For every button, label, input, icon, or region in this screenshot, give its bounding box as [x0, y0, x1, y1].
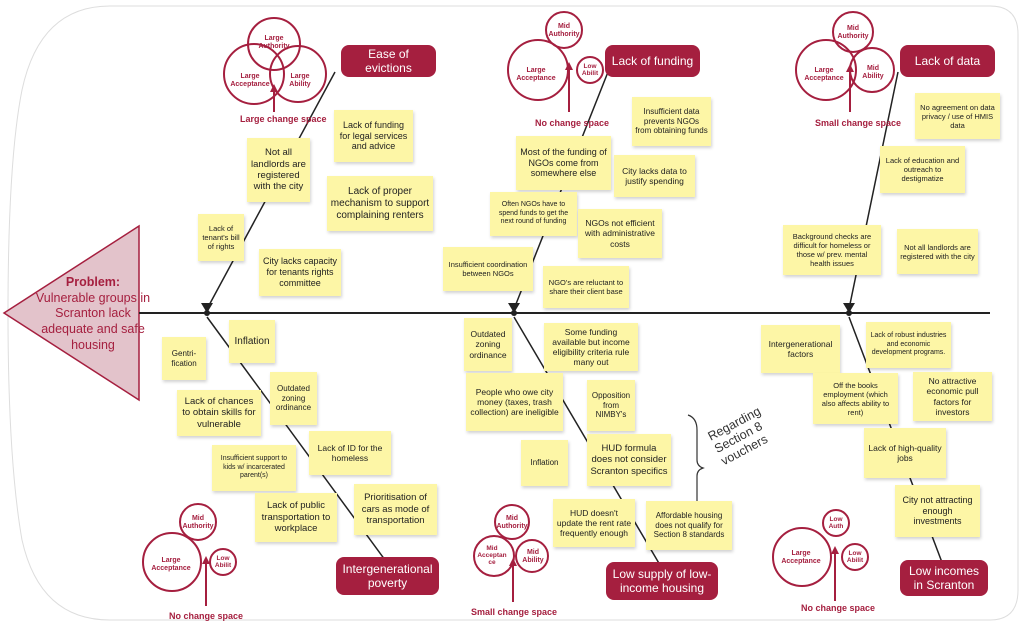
sticky-note[interactable]: Not all landlords are registered with th… — [897, 229, 978, 274]
sticky-note[interactable]: No attractive economic pull factors for … — [913, 372, 992, 421]
category-incomes[interactable]: Low incomes in Scranton — [900, 560, 988, 596]
category-evictions[interactable]: Ease of evictions — [341, 45, 436, 77]
category-data[interactable]: Lack of data — [900, 45, 995, 77]
sticky-note[interactable]: Opposition from NIMBY's — [587, 380, 635, 431]
change-space-label: Large change space — [240, 114, 327, 124]
arrow-funding — [508, 303, 520, 313]
problem-statement: Problem: Vulnerable groups in Scranton l… — [28, 275, 158, 353]
sticky-note[interactable]: People who owe city money (taxes, trash … — [466, 373, 563, 431]
sticky-note[interactable]: Some funding available but income eligib… — [544, 323, 638, 371]
sticky-note[interactable]: Inflation — [229, 320, 275, 363]
sticky-note[interactable]: Inflation — [521, 440, 568, 486]
sticky-note[interactable]: Background checks are difficult for home… — [783, 225, 881, 275]
change-space-label: No change space — [801, 603, 876, 613]
sticky-note[interactable]: City lacks capacity for tenants rights c… — [259, 249, 341, 296]
arrow-evictions — [201, 303, 213, 313]
sticky-note[interactable]: Most of the funding of NGOs come from so… — [516, 136, 611, 190]
sticky-note[interactable]: Prioritisation of cars as mode of transp… — [354, 484, 437, 535]
sticky-note[interactable]: Outdated zoning ordinance — [270, 372, 317, 425]
sticky-note[interactable]: Insufficient support to kids w/ incarcer… — [212, 445, 296, 491]
sticky-note[interactable]: Lack of funding for legal services and a… — [334, 110, 413, 162]
sticky-note[interactable]: Affordable housing does not qualify for … — [646, 501, 732, 550]
sticky-note[interactable]: Lack of proper mechanism to support comp… — [327, 176, 433, 231]
problem-body: Vulnerable groups in Scranton lack adequ… — [35, 290, 151, 352]
change-space-label: Small change space — [815, 118, 902, 128]
junction-dot — [511, 310, 517, 316]
sticky-note[interactable]: HUD formula does not consider Scranton s… — [587, 434, 671, 486]
sticky-note[interactable]: Off the books employment (which also aff… — [813, 373, 898, 424]
sticky-note[interactable]: City lacks data to justify spending — [614, 155, 695, 197]
sticky-note[interactable]: No agreement on data privacy / use of HM… — [915, 93, 1000, 139]
change-space-label: No change space — [169, 611, 244, 621]
junction-dot — [204, 310, 210, 316]
sticky-note[interactable]: Outdated zoning ordinance — [464, 318, 512, 371]
sticky-note[interactable]: Not all landlords are registered with th… — [247, 138, 310, 202]
sticky-note[interactable]: Insufficient coordination between NGOs — [443, 247, 533, 291]
sticky-note[interactable]: Lack of robust industries and economic d… — [866, 322, 951, 368]
sticky-note[interactable]: Lack of education and outreach to destig… — [880, 146, 965, 193]
change-space-label: No change space — [535, 118, 610, 128]
sticky-note[interactable]: Lack of tenant's bill of rights — [198, 214, 244, 261]
sticky-note[interactable]: Lack of chances to obtain skills for vul… — [177, 390, 261, 436]
category-poverty[interactable]: Intergenerational poverty — [336, 557, 439, 595]
venn-circle — [223, 43, 285, 105]
sticky-note[interactable]: Gentri-fication — [162, 337, 206, 380]
category-supply[interactable]: Low supply of low-income housing — [606, 562, 718, 600]
problem-title: Problem: — [65, 275, 121, 289]
change-space-label: Small change space — [471, 607, 558, 617]
sticky-note[interactable]: HUD doesn't update the rent rate frequen… — [553, 499, 635, 547]
sticky-note[interactable]: NGOs not efficient with administrative c… — [578, 209, 662, 258]
sticky-note[interactable]: City not attracting enough investments — [895, 485, 980, 537]
sticky-note[interactable]: NGO's are reluctant to share their clien… — [543, 266, 629, 308]
venn-circle — [269, 45, 327, 103]
junction-dot — [846, 310, 852, 316]
sticky-note[interactable]: Lack of public transportation to workpla… — [255, 493, 337, 542]
sticky-note[interactable]: Lack of high-quality jobs — [864, 428, 946, 478]
sticky-note[interactable]: Insufficient data prevents NGOs from obt… — [632, 97, 711, 146]
arrow-data — [843, 303, 855, 313]
sticky-note[interactable]: Intergenerational factors — [761, 325, 840, 373]
sticky-note[interactable]: Lack of ID for the homeless — [309, 431, 391, 475]
category-funding[interactable]: Lack of funding — [605, 45, 700, 77]
sticky-note[interactable]: Often NGOs have to spend funds to get th… — [490, 192, 577, 236]
